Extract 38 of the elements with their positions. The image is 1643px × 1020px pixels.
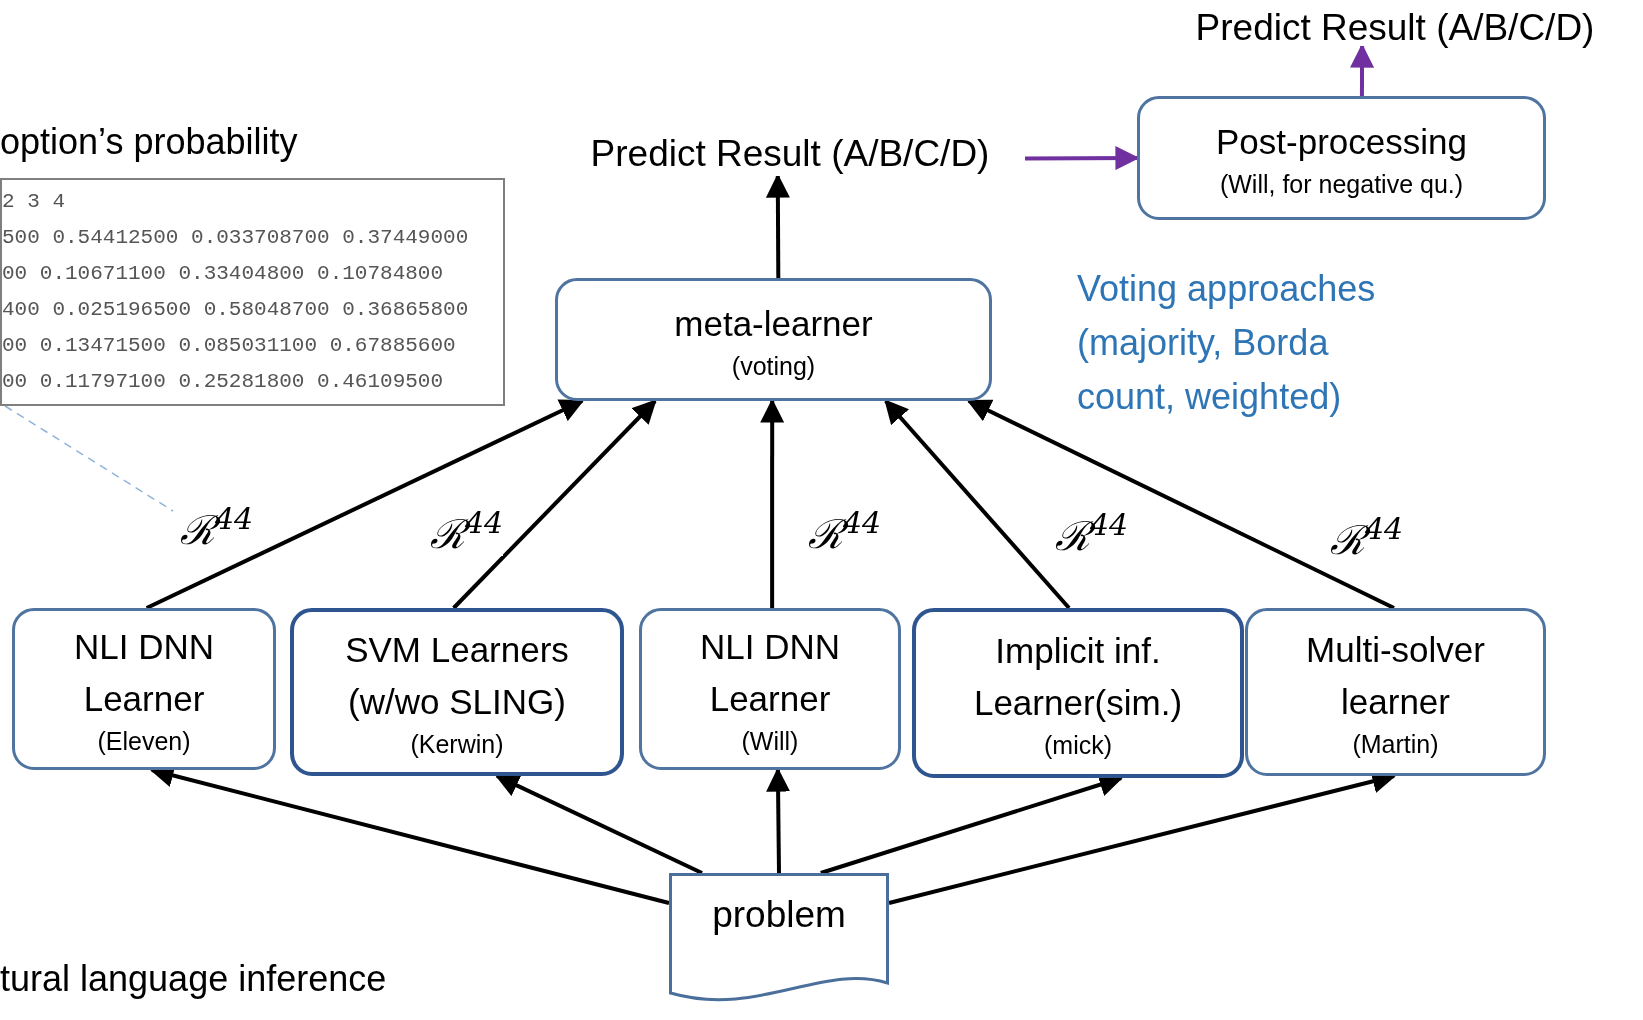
table-row-text: 2 3 4	[2, 189, 65, 215]
box-title: NLI DNN Learner	[699, 626, 841, 720]
box-subtitle: (mick)	[1044, 730, 1112, 761]
box-title: Post-processing	[1216, 121, 1467, 163]
learner-box	[1137, 96, 1546, 220]
box-subtitle: (Will, for negative qu.)	[1219, 169, 1464, 200]
table-row-text: 500 0.54412500 0.033708700 0.37449000	[2, 225, 469, 251]
table-heading: option’s probability	[0, 120, 299, 164]
arrow	[494, 774, 703, 875]
learner-box	[12, 608, 276, 770]
learner-box	[1245, 608, 1546, 776]
note-text: tural language inference	[0, 957, 388, 1001]
box-title: meta-learner	[674, 302, 873, 345]
document-label: problem	[712, 894, 846, 935]
box-title: SVM Learners (w/wo SLING)	[344, 629, 570, 723]
table-row-text: 00 0.13471500 0.085031100 0.67885600	[2, 333, 456, 359]
learner-box	[290, 608, 624, 776]
arrow	[452, 399, 657, 610]
learner-box	[639, 608, 901, 770]
box-subtitle: (Kerwin)	[410, 729, 504, 760]
box-title: Multi-solver learner	[1305, 629, 1486, 723]
edge-label: ℛ$^{44}$	[430, 512, 504, 556]
leader-line	[4, 405, 174, 512]
arrow	[884, 399, 1071, 610]
note-text: Voting approaches (majority, Borda count, weighted)	[1077, 267, 1377, 419]
box-subtitle: (voting)	[731, 350, 816, 382]
table-row-text: 00 0.10671100 0.33404800 0.10784800	[2, 261, 444, 287]
table-row-text: 00 0.11797100 0.25281800 0.46109500	[2, 369, 444, 395]
arrow	[145, 399, 585, 610]
box-subtitle: (Will)	[741, 726, 799, 757]
box-subtitle: (Martin)	[1352, 729, 1439, 760]
box-title: Implicit inf. Learner(sim.)	[972, 630, 1184, 724]
learner-box	[912, 608, 1244, 778]
box-subtitle: (Eleven)	[97, 726, 191, 757]
table-row-text: 400 0.025196500 0.58048700 0.36865800	[2, 297, 469, 323]
learner-box	[555, 278, 992, 401]
box-title: NLI DNN Learner	[73, 626, 215, 720]
arrow	[966, 399, 1395, 610]
